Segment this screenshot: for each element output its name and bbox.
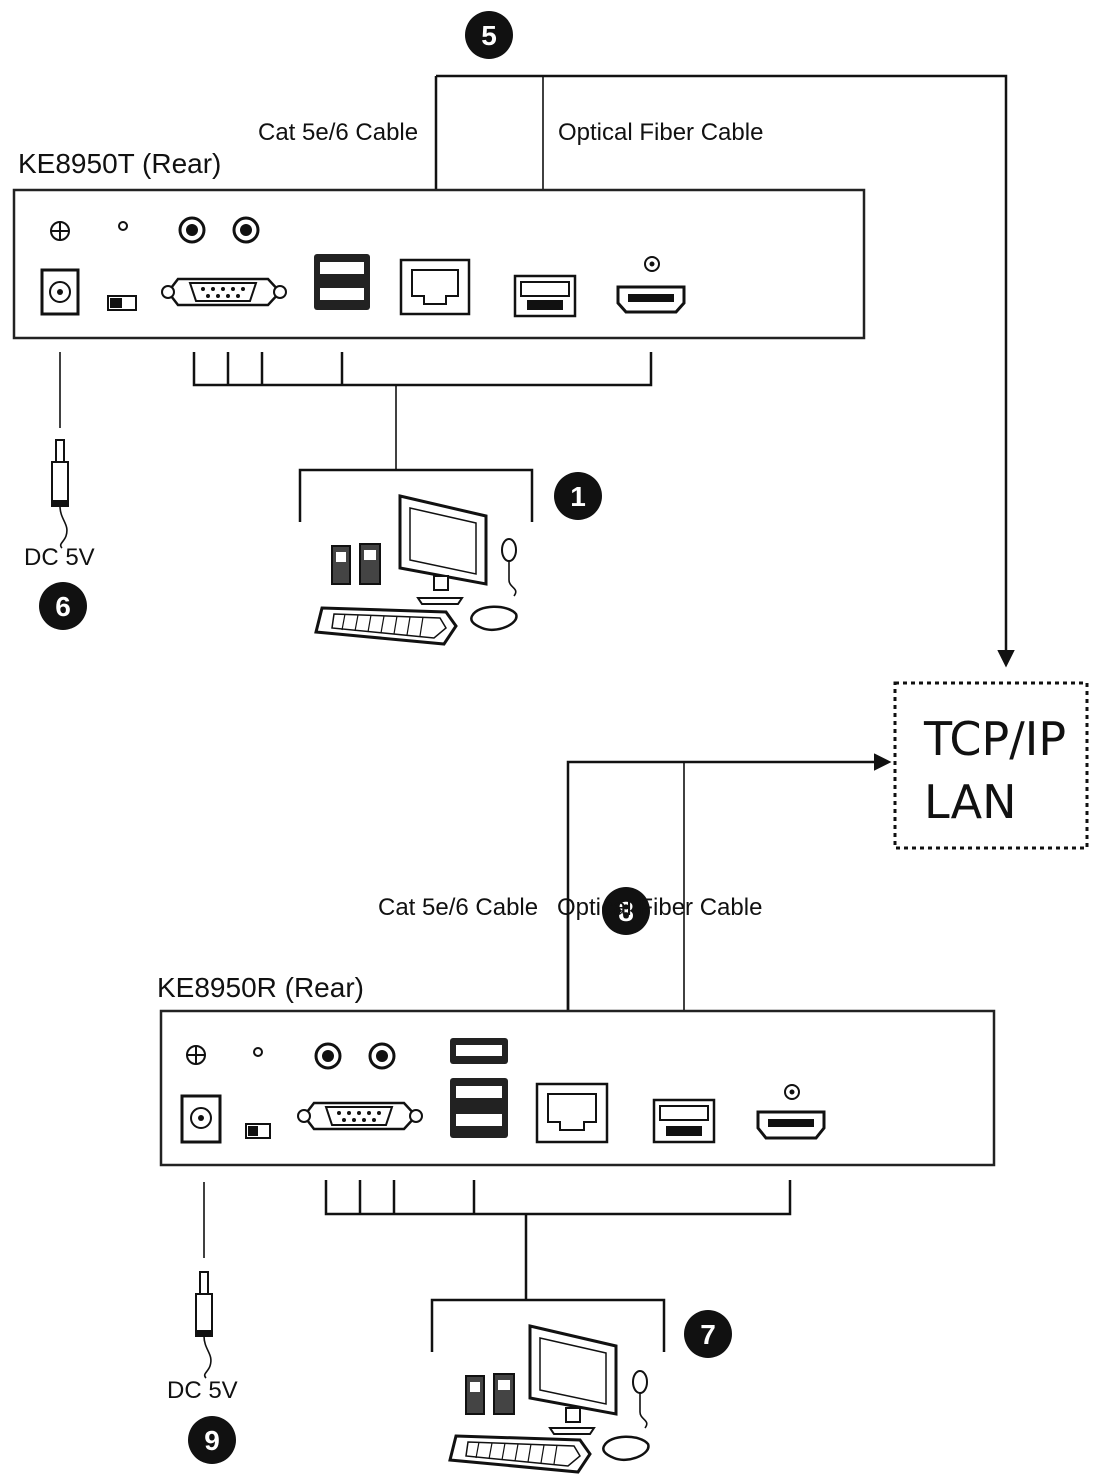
- top-fiber-cable-label: Optical Fiber Cable: [558, 119, 763, 146]
- receiver-title: KE8950R (Rear): [157, 972, 364, 1003]
- transmitter-console-peripherals: [314, 494, 518, 646]
- badge-7-label: 7: [700, 1319, 716, 1350]
- ground-terminal-icon: [50, 221, 70, 241]
- badge-1-label: 1: [570, 481, 586, 512]
- mouse-icon: [602, 1435, 650, 1461]
- badge-5-label: 5: [481, 20, 497, 51]
- speakers-icon: [465, 1373, 515, 1415]
- tcpip-lan-box: TCP/IP LAN: [893, 681, 1089, 850]
- badge-7: 7: [684, 1310, 732, 1358]
- usb-ports-icon: [314, 254, 370, 310]
- dc-power-jack-icon: [180, 1094, 222, 1144]
- transmitter-rear-panel: [12, 188, 866, 340]
- lan-label-line2: LAN: [924, 775, 1017, 829]
- badge-6-label: 6: [55, 591, 71, 622]
- rj45-port-icon: [399, 258, 471, 316]
- receiver-rear-panel: [159, 1009, 996, 1167]
- fiber-port-icon: [652, 1098, 716, 1144]
- monitor-icon: [398, 494, 488, 605]
- lan-label-line1: TCP/IP: [923, 712, 1066, 766]
- speakers-icon: [331, 543, 381, 585]
- top-cat-cable-label: Cat 5e/6 Cable: [258, 119, 418, 146]
- audio-jacks-icon: [178, 216, 260, 244]
- mouse-icon: [470, 605, 518, 631]
- serial-port-icon: [161, 277, 287, 307]
- keyboard-icon: [314, 606, 458, 646]
- badge-8: 8: [602, 887, 650, 935]
- badge-1: 1: [554, 472, 602, 520]
- hdmi-port-icon: [756, 1084, 826, 1140]
- receiver-power-cable: [195, 1182, 213, 1379]
- fiber-port-icon: [513, 274, 577, 318]
- dc-power-jack-icon: [40, 268, 80, 316]
- monitor-icon: [528, 1324, 618, 1435]
- microphone-icon: [632, 1370, 648, 1429]
- badge-6: 6: [39, 582, 87, 630]
- transmitter-power-label: DC 5V: [24, 544, 95, 571]
- badge-8-label: 8: [618, 896, 634, 927]
- transmitter-power-cable: [51, 352, 69, 549]
- led-indicator-icon: [118, 221, 128, 231]
- toggle-switch-icon: [245, 1123, 271, 1139]
- keyboard-icon: [448, 1434, 592, 1474]
- badge-9-label: 9: [204, 1425, 220, 1456]
- ground-terminal-icon: [186, 1045, 206, 1065]
- transmitter-title: KE8950T (Rear): [18, 148, 221, 179]
- audio-jacks-icon: [314, 1042, 396, 1070]
- microphone-icon: [501, 538, 517, 597]
- usb-ports-icon: [450, 1038, 508, 1138]
- rj45-port-icon: [535, 1082, 609, 1144]
- led-indicator-icon: [253, 1047, 263, 1057]
- receiver-console-peripherals: [448, 1324, 650, 1474]
- top-network-lines: [427, 74, 1015, 668]
- bottom-console-wiring: [324, 1180, 792, 1352]
- serial-port-icon: [297, 1101, 423, 1131]
- hdmi-port-icon: [616, 256, 686, 314]
- receiver-power-label: DC 5V: [167, 1377, 238, 1404]
- bottom-fiber-cable-label: Optical Fiber Cable: [557, 894, 762, 921]
- bottom-cat-cable-label: Cat 5e/6 Cable: [378, 894, 538, 921]
- top-console-wiring: [192, 352, 653, 522]
- badge-9: 9: [188, 1416, 236, 1464]
- badge-5: 5: [465, 11, 513, 59]
- toggle-switch-icon: [107, 295, 137, 311]
